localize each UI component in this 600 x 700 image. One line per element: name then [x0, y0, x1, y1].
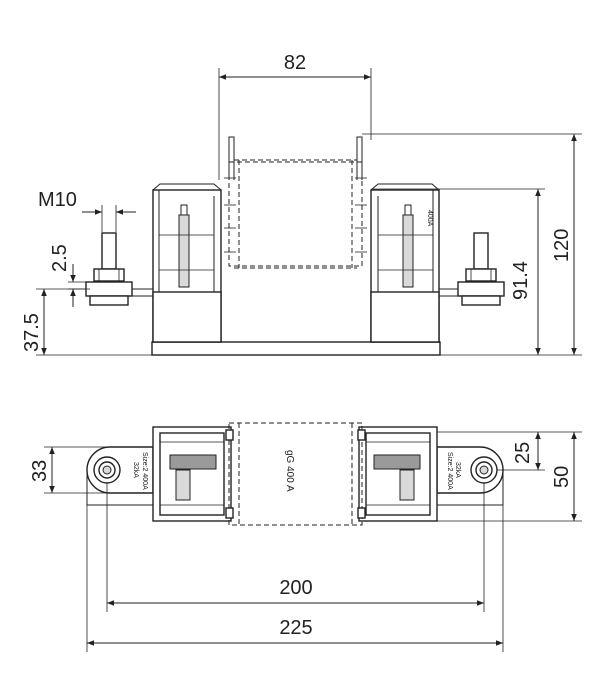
- fuse-rating: gG 400 A: [284, 450, 295, 492]
- right-marking-1: Size:2 400A: [446, 452, 453, 490]
- dim-120: 120: [362, 133, 582, 355]
- dim-91-4: 91.4: [372, 188, 582, 356]
- dim-25: 25: [437, 431, 545, 471]
- right-base-block: [358, 426, 438, 522]
- left-base-block: [152, 426, 232, 522]
- right-terminal-stud: [439, 232, 505, 306]
- dim-33-label: 33: [29, 460, 51, 482]
- dim-120-label: 120: [551, 229, 573, 262]
- dim-50-label: 50: [551, 466, 573, 488]
- left-terminal-stud: [85, 232, 153, 306]
- dim-37-5: 37.5: [21, 288, 152, 356]
- dim-33: 33: [29, 446, 110, 494]
- dim-82: 82: [218, 52, 372, 180]
- dim-25-label: 25: [512, 442, 534, 464]
- left-marking-2: 32kA: [132, 462, 139, 478]
- dim-m10: M10: [38, 189, 136, 232]
- base-plate: [151, 341, 441, 356]
- dim-37-5-label: 37.5: [21, 313, 43, 352]
- fuse-link-side: [224, 136, 367, 269]
- fuse-link-top: gG 400 A: [225, 422, 366, 526]
- right-marking-2: 32kA: [454, 462, 461, 478]
- left-terminal-pad: Size:2 400A 32kA: [86, 446, 154, 506]
- base-rating-top: 400A: [426, 210, 433, 227]
- dim-2-5: 2.5: [49, 244, 90, 307]
- top-view: Size:2 400A 32kA Size:2 400A 32kA: [29, 422, 582, 652]
- dim-m10-label: M10: [38, 189, 77, 211]
- dim-91-4-label: 91.4: [510, 261, 532, 300]
- right-terminal-pad: Size:2 400A 32kA: [436, 446, 504, 506]
- dim-200-label: 200: [279, 577, 312, 599]
- dim-225: 225: [86, 505, 504, 652]
- left-marking-1: Size:2 400A: [141, 452, 148, 490]
- dim-200: 200: [106, 483, 485, 612]
- dim-50: 50: [437, 431, 582, 522]
- dim-2-5-label: 2.5: [49, 244, 71, 272]
- right-contact-housing: 400A: [370, 183, 440, 343]
- side-view: 400A: [21, 52, 582, 356]
- dim-225-label: 225: [279, 617, 312, 639]
- dim-82-label: 82: [284, 52, 306, 74]
- left-contact-housing: [152, 183, 222, 343]
